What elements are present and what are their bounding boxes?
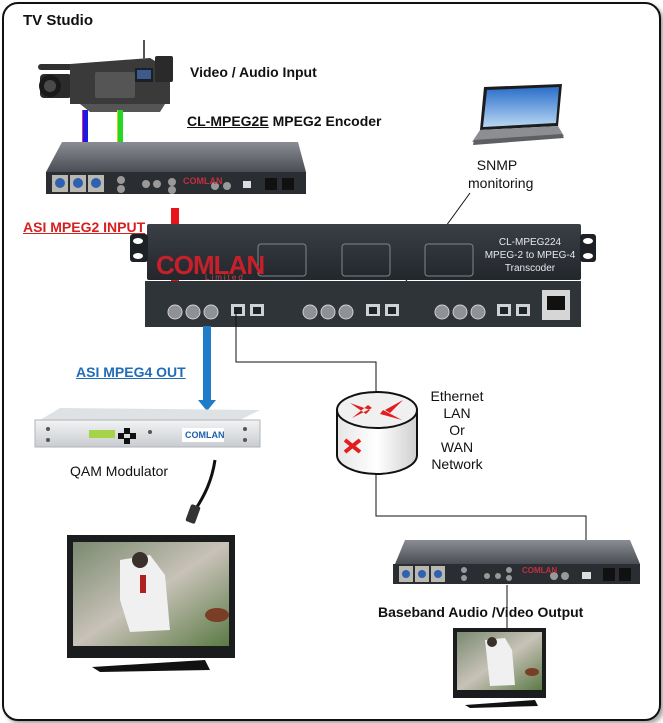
encoder-model: CL-MPEG2E [187, 113, 269, 129]
transcoder-device [130, 224, 596, 327]
network-label-line: Network [431, 456, 483, 472]
snmp-label-line1: SNMP [476, 157, 518, 173]
encoder-label: CL-MPEG2E MPEG2 Encoder [187, 113, 382, 129]
video-cable [83, 110, 88, 152]
decoder-brand-logo: COMLAN [522, 566, 558, 575]
asi-mpeg2-input-label: ASI MPEG2 INPUT [23, 219, 146, 235]
router-icon [336, 391, 418, 475]
cable-plug-icon [185, 459, 217, 524]
transcoder-brand-sub: Limited [205, 273, 245, 282]
network-label: Ethernet LAN Or WAN Network [424, 388, 490, 473]
transcoder-model-text: CL-MPEG224 MPEG-2 to MPEG-4 Transcoder [482, 236, 578, 275]
encoder-desc: MPEG2 Encoder [268, 113, 382, 129]
qam-modulator-label: QAM Modulator [70, 463, 169, 479]
network-label-line: Ethernet [430, 388, 484, 404]
audio-cable [118, 110, 123, 152]
transcoder-line2: MPEG-2 to MPEG-4 [484, 250, 576, 261]
title-tv-studio: TV Studio [23, 12, 93, 29]
network-label-line: WAN [440, 439, 474, 455]
asi-mpeg4-out-label: ASI MPEG4 OUT [76, 364, 186, 380]
snmp-label-line2: monitoring [468, 175, 534, 191]
camera-icon [38, 40, 173, 112]
baseband-output-label: Baseband Audio /Video Output [378, 604, 584, 620]
network-label-line: LAN [443, 405, 471, 421]
transcoder-model: CL-MPEG224 [498, 237, 562, 248]
qam-brand-logo: COMLAN [185, 430, 225, 440]
network-label-line: Or [449, 422, 465, 438]
small-tv-icon [453, 628, 546, 708]
transcoder-line3: Transcoder [504, 263, 556, 274]
laptop-icon [472, 84, 564, 145]
large-tv-icon [67, 535, 235, 672]
encoder-device [46, 142, 306, 194]
decoder-device [393, 540, 640, 584]
transcoder-brand-logo: COMLAN [156, 250, 265, 280]
asi-output-arrow [203, 326, 211, 402]
encoder-brand-logo: COMLAN [183, 176, 223, 186]
data-link [235, 312, 377, 400]
video-audio-input-label: Video / Audio Input [190, 64, 317, 80]
qam-modulator-device [34, 408, 261, 448]
